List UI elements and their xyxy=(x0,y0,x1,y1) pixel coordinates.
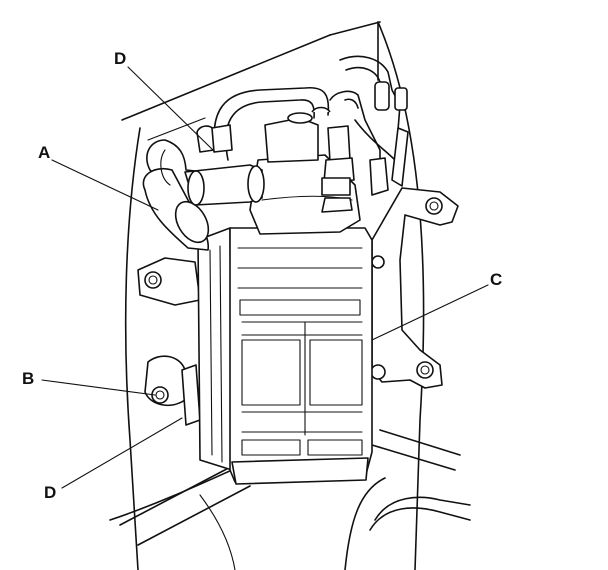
callout-a: A xyxy=(38,143,50,162)
leader-c xyxy=(371,284,489,341)
hose-a-elbow xyxy=(142,139,265,251)
hose-clamps xyxy=(196,106,331,153)
upper-vent-hoses xyxy=(213,55,409,196)
right-mount-bracket xyxy=(370,187,459,389)
leader-lines xyxy=(41,66,489,489)
leader-d-top xyxy=(127,66,216,153)
leader-d-bottom xyxy=(61,417,183,489)
left-mount-bracket xyxy=(137,257,201,426)
callout-d-top: D xyxy=(114,49,126,68)
leader-b xyxy=(41,379,156,396)
callout-c: C xyxy=(490,270,502,289)
leader-a xyxy=(51,159,159,211)
purge-connector xyxy=(321,125,355,213)
callout-b: B xyxy=(22,369,34,388)
callout-d-bottom: D xyxy=(44,483,56,502)
charcoal-canister xyxy=(197,227,373,485)
